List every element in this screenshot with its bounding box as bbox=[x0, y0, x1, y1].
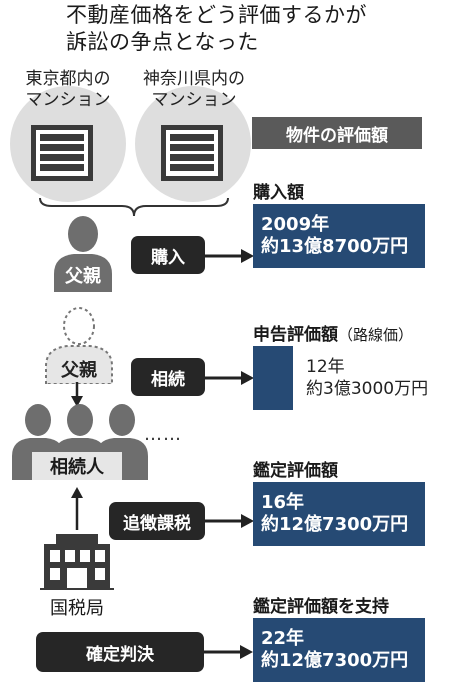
apartment-building-icon bbox=[161, 125, 223, 181]
appraisal-value-box: 16年 約12億7300万円 bbox=[253, 482, 425, 546]
arrow-right-icon bbox=[205, 514, 254, 528]
father-person-icon bbox=[54, 216, 112, 292]
final-ruling-action-label: 確定判決 bbox=[36, 632, 204, 672]
building-label-kanagawa: 神奈川県内の マンション bbox=[128, 69, 260, 111]
purchase-amount: 約13億8700万円 bbox=[261, 236, 409, 257]
heirs-label: 相続人 bbox=[32, 452, 122, 480]
building-label-kanagawa-line2: マンション bbox=[151, 90, 237, 110]
declared-value-label: 申告評価額（路線価） bbox=[253, 320, 413, 345]
diagram-title: 不動産価格をどう評価するかが 訴訟の争点となった bbox=[66, 2, 367, 56]
building-label-kanagawa-line1: 神奈川県内の bbox=[143, 69, 245, 89]
brace-icon bbox=[39, 197, 229, 217]
arrow-right-icon bbox=[205, 249, 254, 263]
arrow-right-icon bbox=[205, 371, 254, 385]
deceased-father-label: 父親 bbox=[61, 360, 97, 381]
purchase-year: 2009年 bbox=[261, 214, 330, 235]
ruling-year: 22年 bbox=[261, 628, 305, 649]
arrow-down-icon bbox=[71, 382, 83, 407]
declared-value-title: 申告評価額 bbox=[253, 325, 338, 345]
heirs-ellipsis: …… bbox=[144, 424, 182, 445]
valuation-header: 物件の評価額 bbox=[252, 117, 422, 149]
title-line-1: 不動産価格をどう評価するかが bbox=[66, 3, 367, 27]
tax-office-building-icon bbox=[40, 534, 114, 590]
inherit-action-label: 相続 bbox=[131, 358, 205, 396]
additional-tax-action-label: 追徴課税 bbox=[109, 502, 205, 540]
declared-value-bar bbox=[253, 346, 293, 410]
declared-value-note: （路線価） bbox=[338, 326, 414, 344]
building-label-tokyo: 東京都内の マンション bbox=[8, 69, 128, 111]
arrow-right-icon bbox=[204, 645, 253, 659]
declared-value-text: 12年 約3億3000万円 bbox=[306, 356, 428, 400]
building-label-tokyo-line1: 東京都内の bbox=[25, 69, 111, 89]
appraisal-year: 16年 bbox=[261, 492, 305, 513]
purchase-price-label: 購入額 bbox=[253, 183, 304, 203]
apartment-building-icon bbox=[31, 125, 93, 181]
purchase-price-box: 2009年 約13億8700万円 bbox=[253, 204, 425, 268]
appraisal-value-label: 鑑定評価額 bbox=[253, 461, 338, 481]
purchase-action-label: 購入 bbox=[131, 236, 205, 274]
arrow-up-icon bbox=[71, 487, 83, 530]
tax-office-label: 国税局 bbox=[50, 598, 104, 619]
building-label-tokyo-line2: マンション bbox=[25, 90, 111, 110]
ruling-value-box: 22年 約12億7300万円 bbox=[253, 618, 425, 682]
appraisal-amount: 約12億7300万円 bbox=[261, 514, 409, 535]
declared-year: 12年 bbox=[306, 357, 345, 377]
ruling-value-label: 鑑定評価額を支持 bbox=[253, 597, 389, 617]
title-line-2: 訴訟の争点となった bbox=[66, 30, 259, 54]
deceased-father-icon bbox=[45, 307, 113, 384]
ruling-amount: 約12億7300万円 bbox=[261, 650, 409, 671]
declared-amount: 約3億3000万円 bbox=[306, 379, 429, 399]
father-label: 父親 bbox=[65, 266, 101, 287]
